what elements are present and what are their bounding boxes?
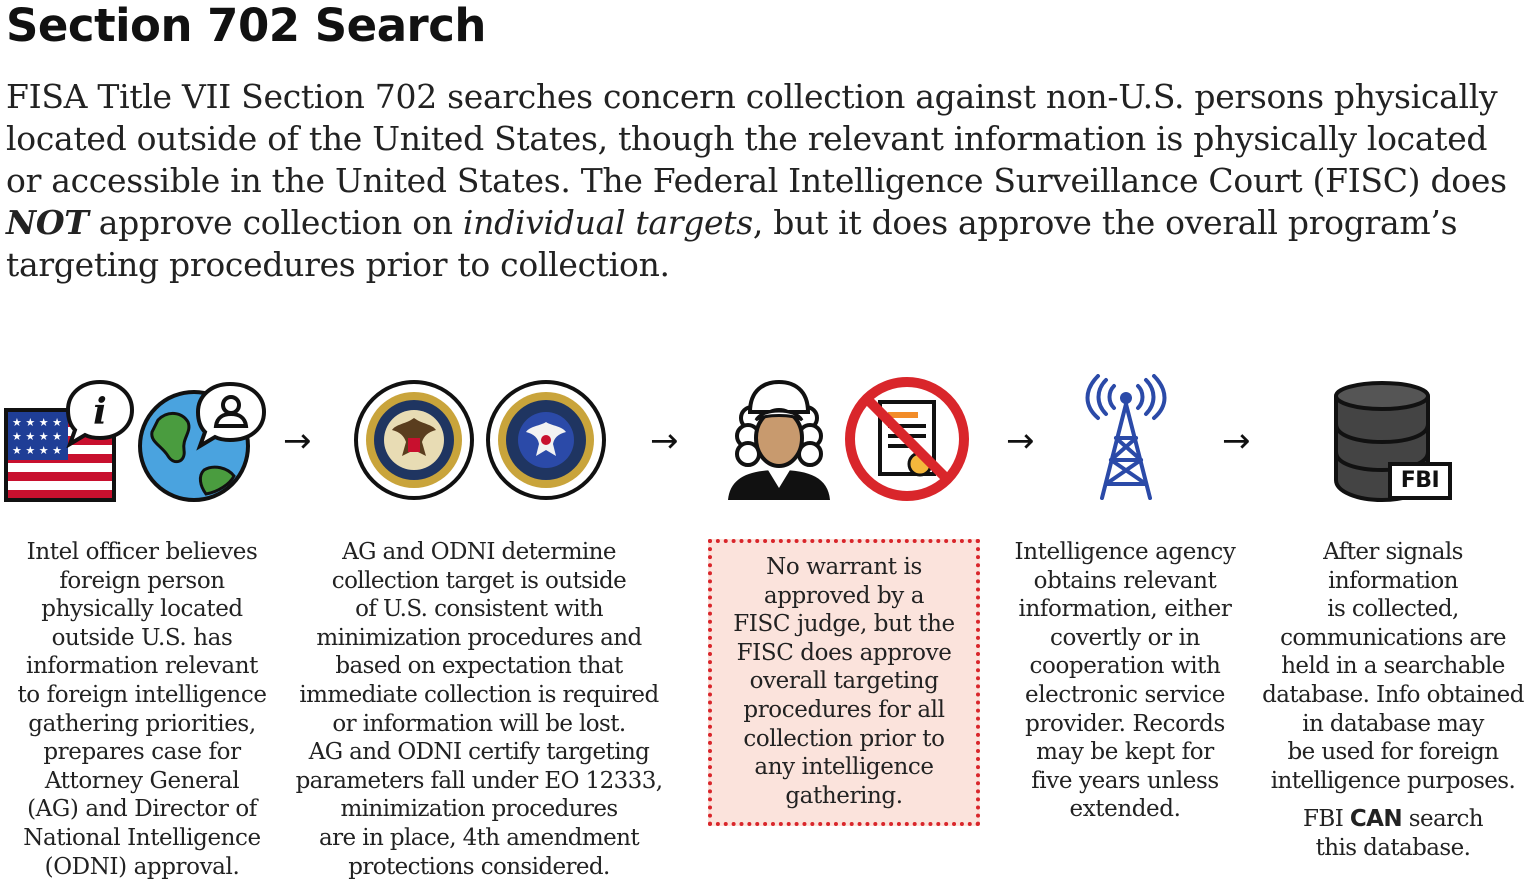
step-line: FISC judge, but the <box>733 611 955 638</box>
step-line: is collected, <box>1327 596 1459 623</box>
step-2-description: AG and ODNI determine collection target … <box>282 538 676 881</box>
globe-person-icon <box>138 381 267 502</box>
step-line: of U.S. consistent with <box>355 596 603 623</box>
page-title: Section 702 Search <box>6 0 486 52</box>
fbi-search-note: FBI CAN search this database. <box>1254 805 1532 862</box>
step-line: (ODNI) approval. <box>44 853 240 880</box>
can-emphasis: CAN <box>1349 806 1403 833</box>
fbi-label: FBI <box>1400 468 1440 493</box>
step-line: provider. Records <box>1025 710 1225 737</box>
intro-text-1: FISA Title VII Section 702 searches conc… <box>6 77 1507 200</box>
note-text: FBI <box>1303 806 1350 833</box>
svg-text:★ ★ ★ ★: ★ ★ ★ ★ <box>12 444 62 457</box>
step-line: FISC does approve <box>736 639 952 666</box>
step-line: covertly or in <box>1050 624 1200 651</box>
step-line: held in a searchable <box>1281 653 1505 680</box>
step-5-description: After signals information is collected, … <box>1254 538 1532 863</box>
step-line: Attorney General <box>44 767 240 794</box>
judge-icon <box>728 379 830 500</box>
step-line: procedures for all <box>743 696 945 723</box>
step-line: five years unless <box>1031 767 1219 794</box>
step-line: are in place, 4th amendment <box>319 824 640 851</box>
step-line: Intel officer believes <box>26 539 258 565</box>
step-line: AG and ODNI certify targeting <box>308 739 650 766</box>
step-line: communications are <box>1280 624 1506 651</box>
intro-paragraph: FISA Title VII Section 702 searches conc… <box>6 76 1516 286</box>
flow-arrow-3: → <box>1006 421 1035 461</box>
note-text: this database. <box>1315 834 1471 861</box>
step-line: approved by a <box>763 582 925 609</box>
step-line: protections considered. <box>348 853 610 880</box>
step-line: overall targeting <box>749 668 939 695</box>
step-line: information relevant <box>26 653 258 680</box>
flow-arrow-1: → <box>283 421 312 461</box>
step-line: or information will be lost. <box>332 710 626 737</box>
step-line: (AG) and Director of <box>27 796 257 823</box>
step-line: parameters fall under EO 12333, <box>295 767 663 794</box>
step-line: be used for foreign <box>1287 739 1499 766</box>
step-line: information <box>1328 567 1458 594</box>
doj-seal-icon <box>354 380 474 500</box>
step-line: gathering priorities, <box>28 710 256 737</box>
step-line: gathering. <box>785 782 903 809</box>
step-line: obtains relevant <box>1033 567 1217 594</box>
step-line: information, either <box>1018 596 1232 623</box>
intro-text-3: , but it does approve the overall progra… <box>6 203 1458 284</box>
step-line: collection target is outside <box>331 567 627 594</box>
us-flag-icon: ★ ★ ★ ★ ★ ★ ★ ★ ★ ★ ★ ★ <box>4 408 116 502</box>
radio-tower-icon <box>1085 374 1167 500</box>
step-line: outside U.S. has <box>51 624 233 651</box>
step-line: in database may <box>1302 710 1484 737</box>
step-line: minimization procedures <box>340 796 618 823</box>
no-document-icon <box>845 377 969 501</box>
step-line: minimization procedures and <box>316 624 642 651</box>
step-line: After signals <box>1323 539 1463 565</box>
step-line: prepares case for <box>43 739 241 766</box>
step-line: immediate collection is required <box>299 681 659 708</box>
database-icon <box>1334 381 1452 503</box>
no-warrant-callout <box>708 539 980 826</box>
step-line: AG and ODNI determine <box>342 539 616 565</box>
info-bubble-icon: i <box>65 379 135 448</box>
step-line: electronic service <box>1025 681 1225 708</box>
step-line: cooperation with <box>1029 653 1221 680</box>
svg-text:★ ★ ★ ★: ★ ★ ★ ★ <box>12 416 62 429</box>
step-line: to foreign intelligence <box>17 681 267 708</box>
step-line: database. Info obtained <box>1262 681 1524 708</box>
step-line: intelligence purposes. <box>1270 767 1516 794</box>
step-line: No warrant is <box>766 554 922 580</box>
individual-targets-emphasis: individual targets <box>462 203 753 242</box>
step-line: Intelligence agency <box>1014 539 1236 565</box>
svg-text:★ ★ ★ ★: ★ ★ ★ ★ <box>12 430 62 443</box>
step-line: extended. <box>1069 796 1181 823</box>
step-3-description: No warrant is approved by a FISC judge, … <box>712 553 976 810</box>
svg-text:i: i <box>93 391 107 433</box>
intro-text-2: approve collection on <box>88 203 463 242</box>
step-line: may be kept for <box>1036 739 1214 766</box>
odni-seal-icon <box>486 380 606 500</box>
step-line: physically located <box>41 596 243 623</box>
step-4-description: Intelligence agency obtains relevant inf… <box>996 538 1254 824</box>
step-line: any intelligence <box>754 754 934 781</box>
step-1-description: Intel officer believes foreign person ph… <box>8 538 276 881</box>
step-line: foreign person <box>59 567 225 594</box>
note-text: search <box>1402 806 1484 833</box>
step-line: National Intelligence <box>23 824 261 851</box>
not-emphasis: NOT <box>6 203 89 242</box>
flow-arrow-2: → <box>650 421 679 461</box>
flow-arrow-4: → <box>1222 421 1251 461</box>
step-line: collection prior to <box>743 725 945 752</box>
step-line: based on expectation that <box>335 653 623 680</box>
